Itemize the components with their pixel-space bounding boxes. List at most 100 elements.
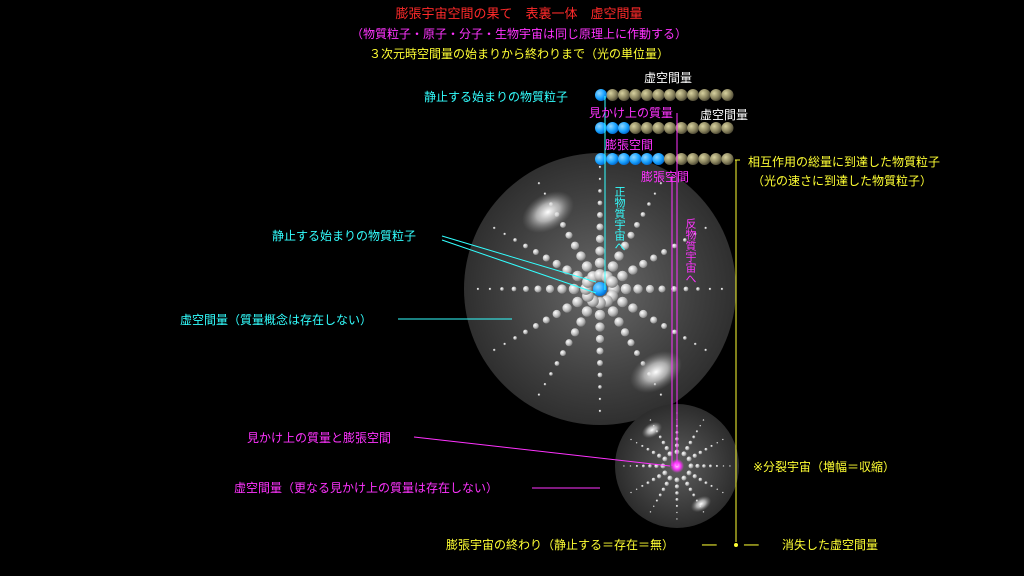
ray-dot: [674, 484, 680, 489]
ray-dot: [607, 306, 619, 317]
big-sphere-rays: [476, 165, 724, 413]
particle-dot: [675, 122, 688, 134]
particle-dot: [698, 89, 711, 101]
ray-dot: [676, 518, 678, 520]
ray-dot: [649, 419, 652, 421]
particle-dot: [710, 89, 722, 101]
ray-dot: [675, 498, 679, 501]
ray-dot: [570, 241, 580, 250]
ray-dot: [671, 286, 677, 292]
ray-dot: [694, 342, 697, 346]
ray-dot: [667, 451, 673, 457]
ray-dot: [597, 360, 603, 366]
ray-dot: [634, 221, 640, 228]
ray-dot: [607, 261, 619, 272]
ray-dot: [597, 200, 603, 206]
ray-dot: [523, 329, 528, 335]
ray-dot: [537, 182, 541, 185]
ray-dot: [696, 287, 700, 291]
ray-dot: [617, 270, 628, 282]
ray-dot: [476, 287, 480, 291]
ray-dot: [683, 336, 687, 340]
ray-dot: [493, 348, 496, 352]
ray-dot: [694, 232, 697, 236]
ray-dot: [655, 499, 659, 502]
ray-dot: [702, 464, 706, 468]
ray-dot: [692, 474, 697, 479]
particle-dot: [618, 153, 630, 165]
ray-dot: [642, 464, 645, 468]
positive-universe-label: 正物質宇宙へ: [613, 186, 626, 252]
particle-dot: [629, 153, 642, 165]
ray-dot: [692, 493, 696, 497]
big-sphere-glow-upper: [522, 191, 574, 233]
ray-dot: [493, 226, 496, 230]
ray-dot: [606, 276, 618, 288]
ray-dot: [570, 328, 580, 337]
particle-dot: [629, 89, 642, 101]
ray-dot: [614, 251, 624, 261]
ray-dot: [594, 309, 606, 321]
ray-dot: [543, 383, 547, 386]
ray-dot: [657, 474, 662, 479]
ray-dot: [681, 451, 687, 457]
end-of-expansion-label: 膨張宇宙の終わり（静止する＝存在＝無）: [446, 538, 675, 552]
ray-dot: [649, 511, 652, 513]
ray-dot: [595, 334, 605, 344]
ray-dot: [672, 329, 677, 335]
ray-dot: [549, 372, 553, 376]
expansion-space-label-1: 膨張空間: [605, 138, 654, 152]
ray-dot: [688, 440, 693, 445]
ray-dot: [653, 192, 657, 195]
particle-dot: [664, 122, 676, 134]
ray-dot: [646, 447, 650, 451]
particle-dot: [595, 153, 607, 165]
ray-dot: [576, 317, 586, 327]
ray-dot: [716, 488, 719, 491]
page-subtitle: （物質粒子・原子・分子・生物宇宙は同じ原理上に作動する）: [350, 27, 688, 41]
ray-dot: [698, 477, 703, 482]
ray-dot: [598, 385, 602, 389]
ray-dot: [688, 487, 693, 492]
ray-dot: [664, 446, 669, 451]
particle-dot: [641, 89, 653, 101]
ray-dot: [716, 442, 719, 444]
ray-dot: [695, 463, 700, 469]
particle-dot: [652, 89, 665, 101]
ray-dot: [597, 212, 603, 218]
ray-dot: [729, 465, 731, 467]
ray-dot: [595, 234, 605, 244]
ray-dot: [686, 470, 692, 476]
total-interaction-label: 相互作用の総量に到達した物質粒子: [748, 155, 941, 169]
ray-dot: [650, 254, 658, 262]
ray-dot: [545, 284, 555, 294]
ray-dot: [620, 328, 630, 337]
ray-dot: [596, 223, 604, 231]
particle-dot: [606, 89, 619, 101]
ray-dot: [620, 241, 630, 250]
resting-particle-center: [593, 282, 607, 296]
ray-dot: [552, 309, 561, 319]
particle-dot: [675, 89, 688, 101]
ray-dot: [596, 347, 604, 355]
ray-dot: [699, 424, 702, 427]
particle-dot: [641, 122, 653, 134]
ray-dot: [647, 202, 651, 206]
ray-dot: [595, 246, 605, 256]
particle-dot: [687, 89, 699, 101]
ray-dot: [595, 322, 605, 332]
ray-dot: [658, 285, 666, 293]
ray-dot: [623, 465, 625, 467]
ray-dot: [503, 232, 506, 236]
ray-dot: [635, 464, 639, 468]
ray-dot: [560, 350, 566, 357]
split-universe-label: ※分裂宇宙（増幅＝収縮）: [753, 460, 896, 474]
ray-dot: [641, 484, 644, 488]
ray-dot: [704, 481, 708, 485]
ray-dot: [639, 309, 648, 319]
small-sphere-glow-lower: [690, 495, 712, 513]
ray-dot: [658, 435, 662, 439]
ray-dot: [685, 481, 690, 486]
ray-dot: [594, 257, 606, 269]
ray-dot: [722, 438, 724, 441]
